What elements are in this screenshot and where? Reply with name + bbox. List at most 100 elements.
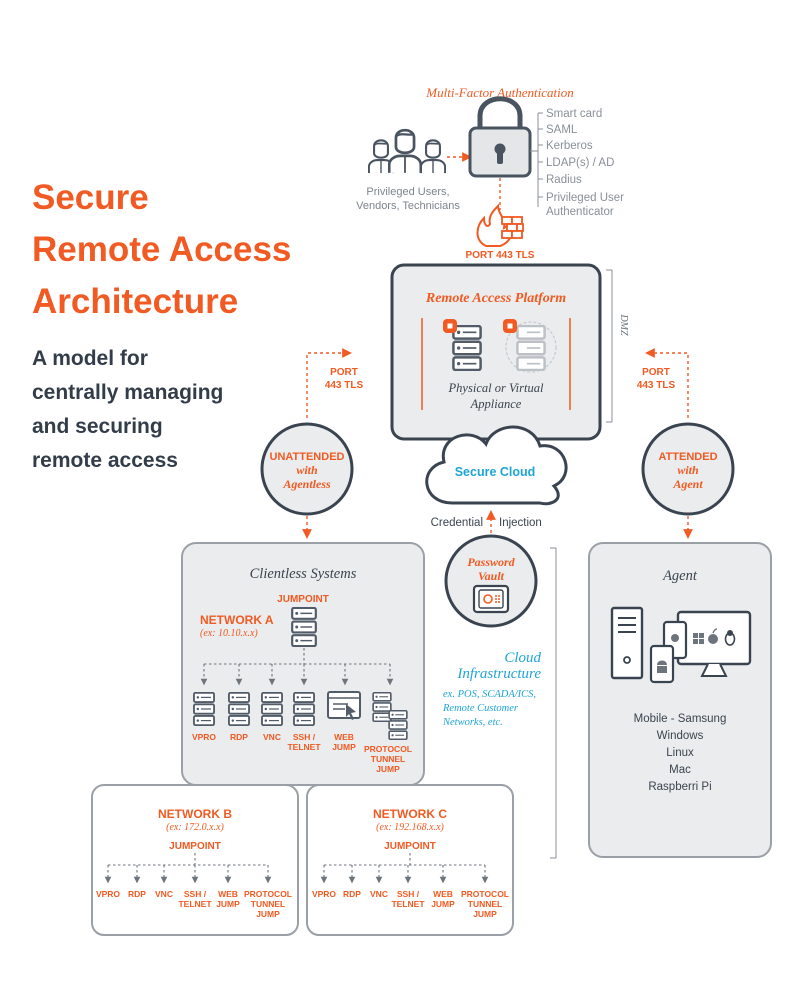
desktop-tower-icon (610, 606, 644, 680)
target-a-vpro: VPRO (192, 732, 216, 742)
virtual-appliance-icon (503, 319, 557, 373)
mfa-title: Multi-Factor Authentication (425, 85, 573, 100)
unattended-line-1: UNATTENDED (270, 451, 345, 463)
subtitle-line-2: centrally managing (32, 381, 224, 404)
firewall-icon (476, 203, 524, 247)
target-b-tunnel-jump: JUMP (256, 909, 280, 919)
platform-title: Remote Access Platform (425, 291, 566, 306)
target-b-rdp: RDP (128, 889, 146, 899)
target-a-telnet: TELNET (287, 742, 321, 752)
credential-label: Credential (431, 517, 483, 529)
network-b-jumpoint: JUMPOINT (169, 841, 221, 852)
cloud-infra-title-1: Cloud (504, 650, 541, 666)
target-b-web: WEB (218, 889, 238, 899)
network-b-tree (104, 853, 272, 884)
phone-android-icon (649, 644, 675, 684)
network-c-label: NETWORK C (373, 807, 447, 821)
mfa-saml: SAML (546, 124, 578, 136)
target-c-telnet: TELNET (391, 899, 425, 909)
protocol-tunnel-server-icon-2 (388, 710, 408, 740)
rdp-server-icon (228, 692, 250, 726)
target-c-vpro: VPRO (312, 889, 336, 899)
target-c-protocol: PROTOCOL (461, 889, 509, 899)
target-a-web: WEB (334, 732, 354, 742)
mfa-radius: Radius (546, 174, 582, 186)
target-a-ssh: SSH / (293, 732, 316, 742)
vault-line-2: Vault (478, 569, 505, 583)
network-a-tree (200, 648, 394, 686)
safe-icon (472, 584, 510, 614)
agent-platform-raspberry: Raspberri Pi (648, 781, 711, 793)
subtitle-line-3: and securing (32, 415, 163, 438)
clientless-jumpoint-label: JUMPOINT (277, 594, 329, 605)
port-left-line-2: 443 TLS (325, 380, 364, 391)
mfa-kerberos: Kerberos (546, 140, 593, 152)
target-c-tunnel: TUNNEL (468, 899, 502, 909)
port-right-line-2: 443 TLS (637, 380, 676, 391)
target-c-rdp: RDP (343, 889, 361, 899)
agent-platform-mac: Mac (669, 764, 691, 776)
subtitle-line-1: A model for (32, 347, 148, 370)
target-b-tunnel: TUNNEL (251, 899, 285, 909)
privileged-users-icon (368, 128, 446, 174)
vault-line-1: Password (467, 555, 515, 569)
subtitle-line-4: remote access (32, 449, 178, 472)
network-c-subnet: (ex: 192.168.x.x) (376, 822, 444, 833)
dmz-bracket (606, 269, 613, 423)
attended-line-1: ATTENDED (658, 451, 717, 463)
title-line-1: Secure (32, 178, 149, 217)
vpro-server-icon (193, 692, 215, 726)
physical-appliance-icon (443, 319, 482, 371)
mfa-authenticator: Authenticator (546, 206, 614, 218)
target-b-jump: JUMP (216, 899, 240, 909)
target-b-ssh: SSH / (184, 889, 207, 899)
target-b-vnc: VNC (155, 889, 173, 899)
target-b-telnet: TELNET (178, 899, 212, 909)
attended-line-2: with (677, 463, 699, 477)
lock-icon (468, 96, 532, 178)
ssh-server-icon (293, 692, 315, 726)
target-a-jump: JUMP (332, 742, 356, 752)
hero-text: Secure Remote Access Architecture A mode… (32, 172, 362, 478)
cloud-infra-example-3: Networks, etc. (442, 717, 503, 728)
target-a-tunnel-jump: JUMP (376, 764, 400, 774)
unattended-line-3: Agentless (282, 477, 331, 491)
mfa-bracket (530, 112, 543, 207)
port-top-label: PORT 443 TLS (466, 250, 535, 261)
target-b-protocol: PROTOCOL (244, 889, 292, 899)
agent-platform-windows: Windows (657, 730, 704, 742)
jumpoint-a-server-icon (290, 607, 318, 647)
target-c-jump: JUMP (431, 899, 455, 909)
network-a-label: NETWORK A (200, 613, 274, 627)
attended-line-3: Agent (672, 477, 703, 491)
users-caption-line-2: Vendors, Technicians (356, 200, 460, 212)
target-b-vpro: VPRO (96, 889, 120, 899)
target-c-vnc: VNC (370, 889, 388, 899)
attended-agent-circle (641, 422, 735, 516)
password-vault-circle (444, 534, 538, 628)
mfa-privileged-user: Privileged User (546, 192, 624, 204)
protocol-tunnel-server-icon-1 (372, 692, 392, 722)
target-c-tunnel-jump: JUMP (473, 909, 497, 919)
cloud-infra-example-2: Remote Customer (442, 703, 519, 714)
network-c-jumpoint: JUMPOINT (384, 841, 436, 852)
agent-platform-mobile: Mobile - Samsung (634, 713, 727, 725)
secure-cloud-shape (425, 425, 568, 506)
appliance-label-1: Physical or Virtual (448, 381, 544, 395)
target-a-rdp: RDP (230, 732, 248, 742)
agent-title: Agent (662, 568, 698, 584)
apple-icon (708, 628, 718, 644)
main-title: Secure Remote Access Architecture (32, 172, 362, 328)
dmz-label: DMZ (618, 313, 629, 336)
vnc-server-icon (261, 692, 283, 726)
mfa-ldap: LDAP(s) / AD (546, 157, 614, 169)
agent-box (588, 542, 772, 858)
unattended-line-2: with (296, 463, 318, 477)
injection-label: Injection (499, 517, 542, 529)
agent-platform-linux: Linux (666, 747, 694, 759)
mfa-smart-card: Smart card (546, 108, 602, 120)
network-b-subnet: (ex: 172.0.x.x) (166, 822, 224, 833)
attended-to-platform-path (645, 348, 689, 418)
title-line-2: Remote Access (32, 230, 292, 269)
cloud-infra-example-1: ex. POS, SCADA/ICS, (443, 689, 536, 700)
